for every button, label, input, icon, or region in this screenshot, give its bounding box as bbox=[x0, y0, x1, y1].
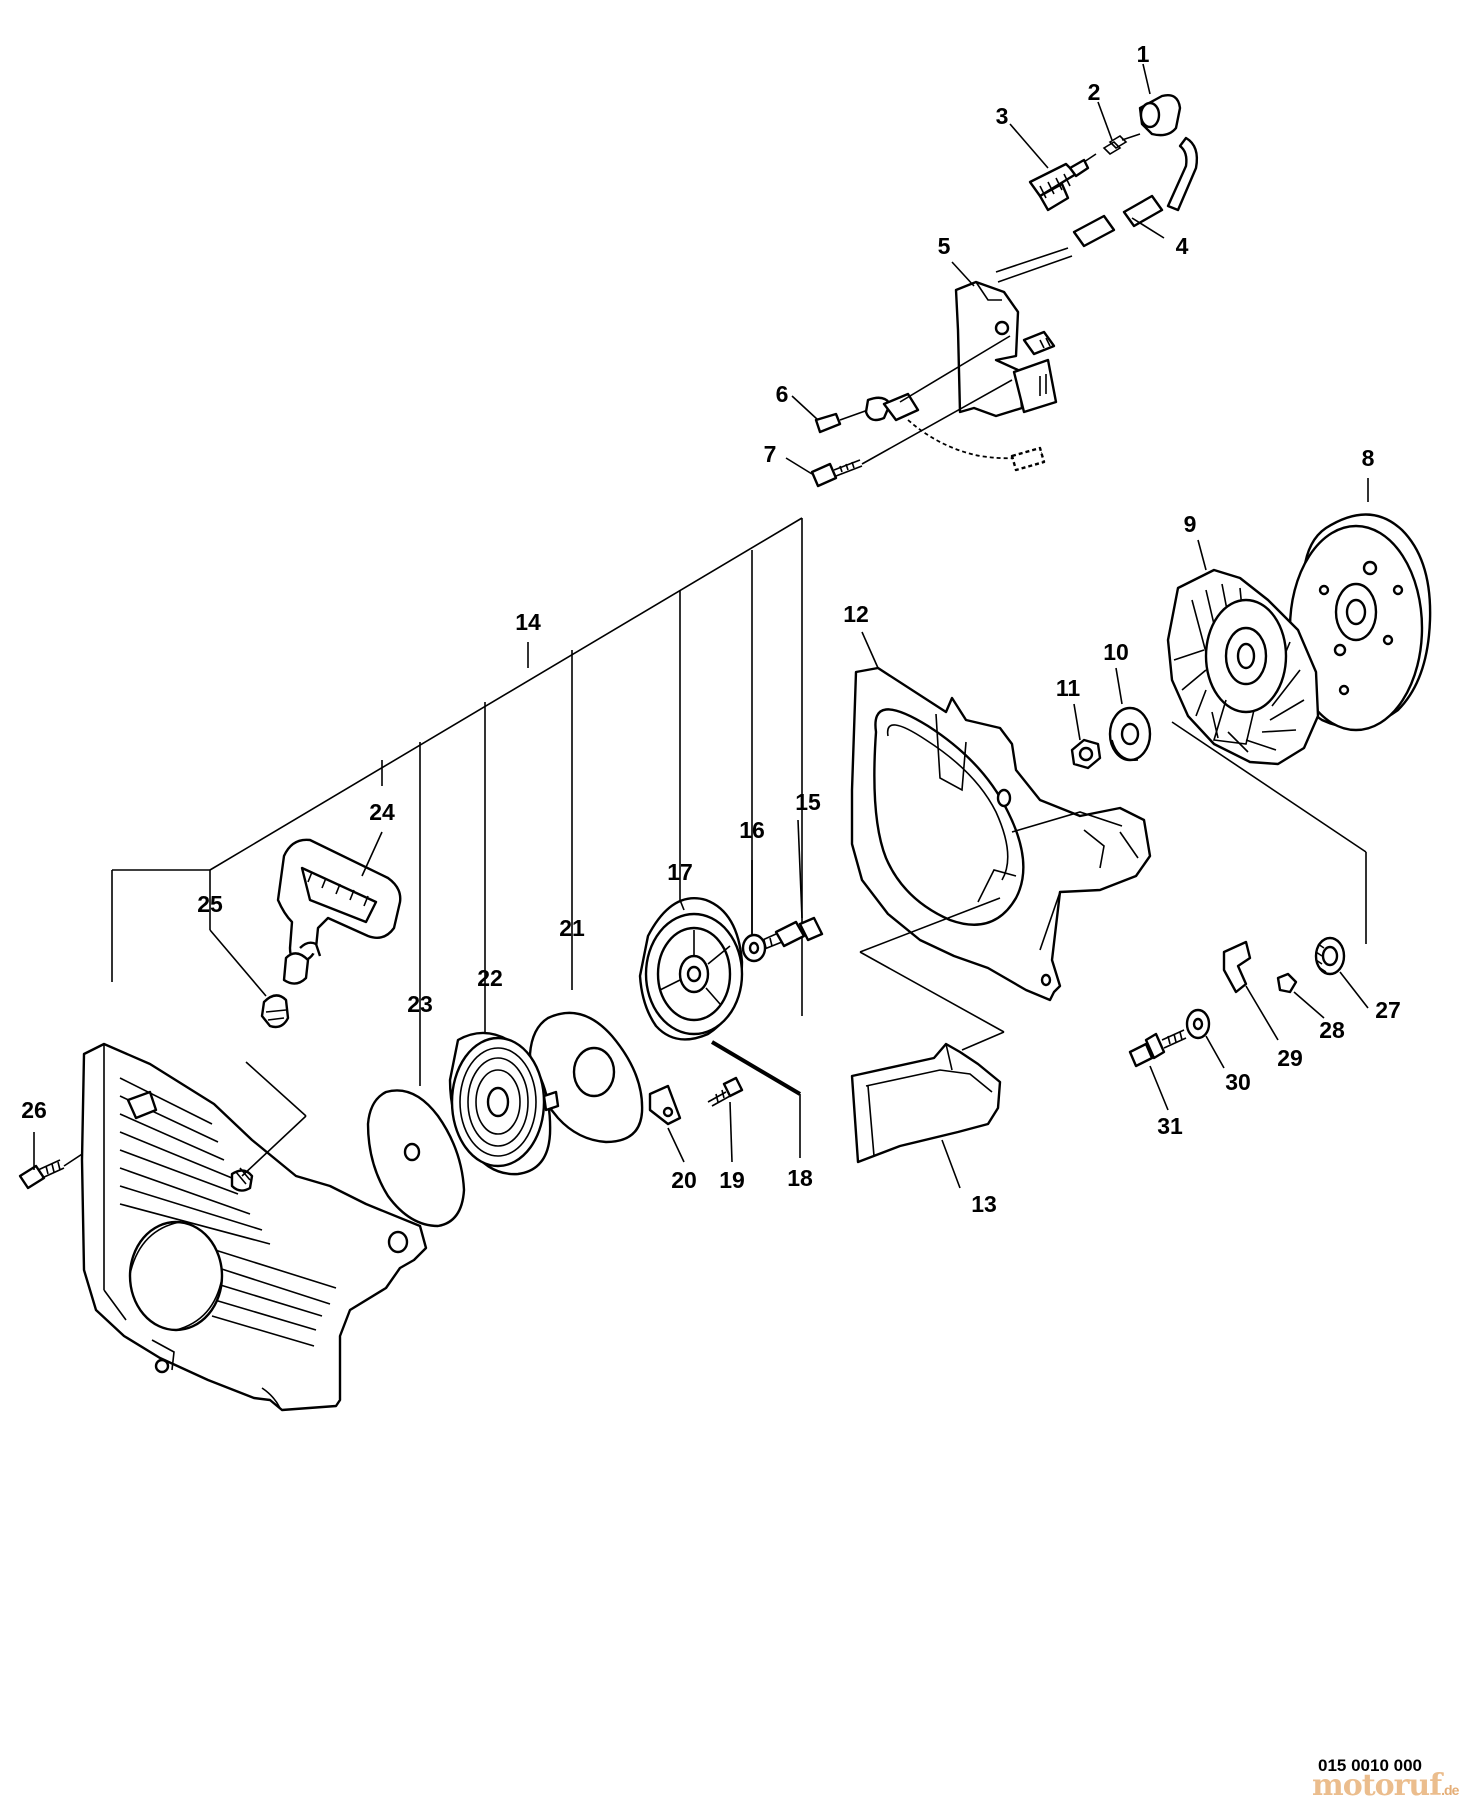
callout-7: 7 bbox=[764, 441, 777, 467]
callout-26: 26 bbox=[21, 1097, 47, 1123]
callout-13: 13 bbox=[971, 1191, 997, 1217]
washer-30 bbox=[1185, 1008, 1211, 1040]
callout-6: 6 bbox=[776, 381, 789, 407]
callout-12: 12 bbox=[843, 601, 869, 627]
callout-2: 2 bbox=[1088, 79, 1101, 105]
recoil-spring bbox=[448, 1031, 560, 1176]
flywheel-washer bbox=[1108, 706, 1152, 762]
screw-19 bbox=[707, 1076, 744, 1107]
spark-plug bbox=[1028, 153, 1097, 212]
bolt-31 bbox=[1128, 1029, 1187, 1068]
callout-25: 25 bbox=[197, 891, 223, 917]
callout-leaders bbox=[33, 63, 1369, 1189]
spark-plug-spring bbox=[1102, 133, 1141, 156]
callout-14: 14 bbox=[515, 609, 541, 635]
flywheel bbox=[1166, 568, 1320, 766]
watermark-suffix: .de bbox=[1441, 1782, 1459, 1798]
drawing-number: 015 0010 000 bbox=[1318, 1756, 1422, 1775]
pawl-spring bbox=[1314, 936, 1346, 976]
callout-31: 31 bbox=[1157, 1113, 1183, 1139]
callout-29: 29 bbox=[1277, 1045, 1303, 1071]
callout-24: 24 bbox=[369, 799, 395, 825]
callout-10: 10 bbox=[1103, 639, 1129, 665]
callout-4: 4 bbox=[1176, 233, 1189, 259]
air-guide bbox=[850, 1042, 1002, 1164]
callout-21: 21 bbox=[559, 915, 585, 941]
watermark-brand: motoruf bbox=[1312, 1768, 1442, 1803]
starter-rope bbox=[710, 1040, 802, 1096]
callout-18: 18 bbox=[787, 1165, 813, 1191]
callout-5: 5 bbox=[938, 233, 951, 259]
ignition-screw-7 bbox=[810, 379, 1013, 488]
starter-handle bbox=[276, 838, 402, 985]
callout-20: 20 bbox=[671, 1167, 697, 1193]
callout-30: 30 bbox=[1225, 1069, 1251, 1095]
callout-1: 1 bbox=[1137, 41, 1150, 67]
callout-labels: 1 2 3 4 5 6 7 8 9 10 11 12 13 14 15 16 1… bbox=[21, 41, 1401, 1217]
callout-3: 3 bbox=[996, 103, 1009, 129]
flywheel-nut bbox=[1070, 738, 1102, 770]
starter-pulley bbox=[638, 897, 744, 1041]
starter-assembly-bracket bbox=[111, 517, 803, 1086]
starter-bolt-15 bbox=[757, 916, 824, 951]
ignition-coil bbox=[907, 247, 1073, 472]
callout-22: 22 bbox=[477, 965, 503, 991]
callout-8: 8 bbox=[1362, 445, 1375, 471]
callout-9: 9 bbox=[1184, 511, 1197, 537]
callout-28: 28 bbox=[1319, 1017, 1345, 1043]
clutch-drum bbox=[1288, 513, 1432, 732]
pawl-20 bbox=[648, 1084, 682, 1126]
callout-11: 11 bbox=[1056, 675, 1081, 701]
ignition-screw-6 bbox=[814, 335, 1011, 434]
washer-16 bbox=[741, 933, 767, 963]
starter-cover bbox=[80, 1042, 428, 1412]
hose bbox=[1072, 194, 1164, 248]
rope-grommet bbox=[260, 994, 290, 1029]
callout-27: 27 bbox=[1375, 997, 1401, 1023]
callout-19: 19 bbox=[719, 1167, 745, 1193]
small-nut-28 bbox=[1276, 972, 1298, 994]
watermark-logo: motoruf.de bbox=[1312, 1768, 1459, 1803]
spring-plate bbox=[366, 1089, 466, 1228]
pawl-29 bbox=[1222, 940, 1252, 994]
callout-17: 17 bbox=[667, 859, 693, 885]
callout-23: 23 bbox=[407, 991, 433, 1017]
spark-plug-cap bbox=[1138, 94, 1199, 212]
fan-housing bbox=[850, 666, 1152, 1002]
callout-16: 16 bbox=[739, 817, 765, 843]
callout-15: 15 bbox=[795, 789, 821, 815]
